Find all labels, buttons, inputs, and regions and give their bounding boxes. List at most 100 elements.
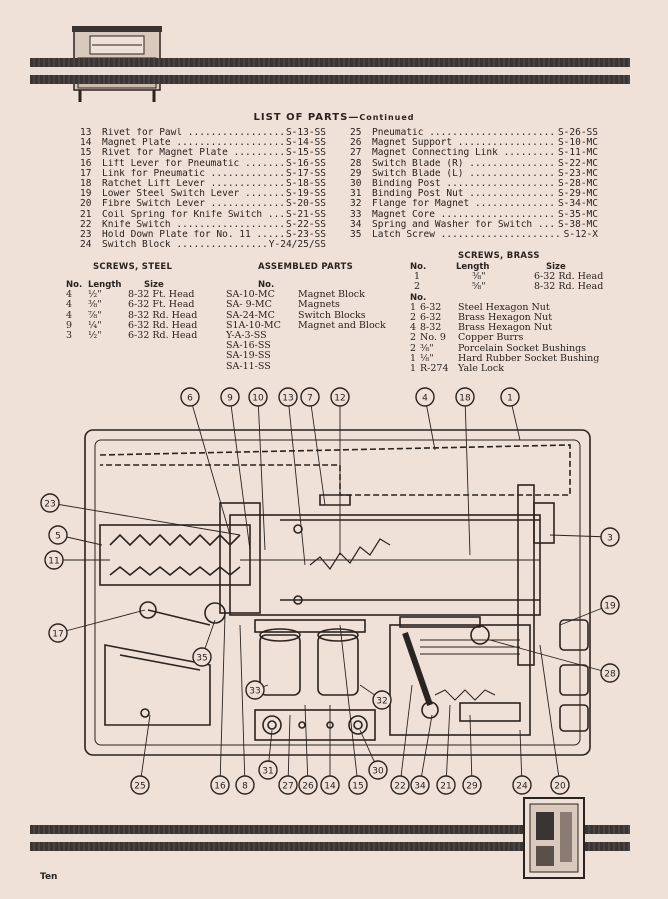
callout-circle xyxy=(600,527,620,547)
part-code: S-16-SS xyxy=(285,157,326,169)
callout-number: 13 xyxy=(282,394,293,404)
item-description: Hard Rubber Socket Bushing xyxy=(458,352,600,364)
part-number: 16 xyxy=(80,157,92,169)
part-description: Magnet Plate xyxy=(102,138,285,148)
assembly-number: Y-A-3-SS xyxy=(226,330,267,342)
callout-circle xyxy=(410,775,430,795)
part-description: Lower Steel Switch Lever xyxy=(102,189,285,199)
callout-number: 1 xyxy=(507,394,513,404)
callout-circle xyxy=(278,775,298,795)
table-row: SA-11-SS xyxy=(226,360,406,372)
callout-circle xyxy=(192,647,212,667)
callout-number: 23 xyxy=(44,500,55,510)
magnet-plate xyxy=(229,514,541,616)
item-qty: 2 xyxy=(410,342,417,354)
callout-number: 33 xyxy=(249,687,260,697)
screw-length: ½" xyxy=(88,330,102,342)
item-qty: 1 xyxy=(410,352,417,364)
screws-steel-heading: SCREWS, STEEL xyxy=(93,262,173,272)
part-number: 34 xyxy=(350,218,362,230)
leader-line xyxy=(49,502,241,536)
item-description: Brass Hexagon Nut xyxy=(458,322,553,334)
assembly-description: Magnet and Block xyxy=(298,319,386,331)
binding-post-block xyxy=(254,709,376,741)
leader-line xyxy=(549,534,611,538)
part-code: S-13-SS xyxy=(285,127,326,138)
leader-line xyxy=(229,396,251,551)
callout-number: 18 xyxy=(459,394,471,404)
part-code: S-26-SS xyxy=(557,127,598,138)
screw-size: 6-32 Rd. Head xyxy=(128,330,198,342)
part-number: 24 xyxy=(80,239,92,251)
part-description: Rivet for Pawl xyxy=(102,128,285,138)
part-description: Flange for Magnet xyxy=(372,199,557,209)
part-description: Pneumatic xyxy=(372,128,557,138)
part-description: Binding Post Nut xyxy=(372,189,557,199)
callout-circle xyxy=(390,775,410,795)
callout-number: 30 xyxy=(372,767,384,777)
part-description: Link for Pneumatic xyxy=(102,169,285,179)
assembly-description: Magnets xyxy=(298,299,340,311)
callout-circle xyxy=(436,775,456,795)
callout-number: 31 xyxy=(262,767,273,777)
part-description: Rivet for Magnet Plate xyxy=(102,148,285,158)
screw-length: ⅝" xyxy=(472,281,486,293)
leader-line xyxy=(309,396,326,506)
callout-circle xyxy=(600,595,620,615)
callout-number: 17 xyxy=(52,630,63,640)
item-qty: 2 xyxy=(410,332,417,344)
callout-number: 22 xyxy=(394,782,405,792)
leader-line xyxy=(139,714,151,786)
callout-circle xyxy=(220,387,240,407)
part-number: 20 xyxy=(80,198,92,210)
assembly-number: SA-11-SS xyxy=(226,360,271,372)
leader-line xyxy=(57,609,146,634)
part-code: S-14-SS xyxy=(285,137,326,149)
part-number: 29 xyxy=(350,167,362,179)
callout-circle xyxy=(48,623,68,643)
item-qty: 1 xyxy=(410,363,417,375)
callout-number: 5 xyxy=(55,532,61,542)
callout-number: 28 xyxy=(604,670,616,680)
callout-number: 15 xyxy=(352,782,363,792)
leader-line xyxy=(539,644,561,786)
part-code: S-12-X xyxy=(563,229,598,241)
part-number: 21 xyxy=(80,208,92,220)
item-description: Copper Burrs xyxy=(458,332,524,344)
screw-qty: 4 xyxy=(66,289,73,301)
part-code: S-19-SS xyxy=(285,188,326,200)
part-description: Hold Down Plate for No. 11 xyxy=(102,230,285,240)
ratchet-bar xyxy=(99,524,251,586)
assembly-description: Switch Blocks xyxy=(298,309,366,321)
part-code: S-34-MC xyxy=(557,198,598,210)
leader-line xyxy=(489,639,611,674)
table-row: SA-19-SS xyxy=(226,351,406,361)
screw-length: ⅜" xyxy=(472,271,486,283)
callout-number: 10 xyxy=(252,394,264,404)
item-qty: 2 xyxy=(410,312,417,324)
part-number: 31 xyxy=(350,188,362,200)
part-description: Switch Block xyxy=(102,240,268,250)
screw-length: ⅞" xyxy=(88,309,102,321)
leader-line xyxy=(469,714,473,786)
